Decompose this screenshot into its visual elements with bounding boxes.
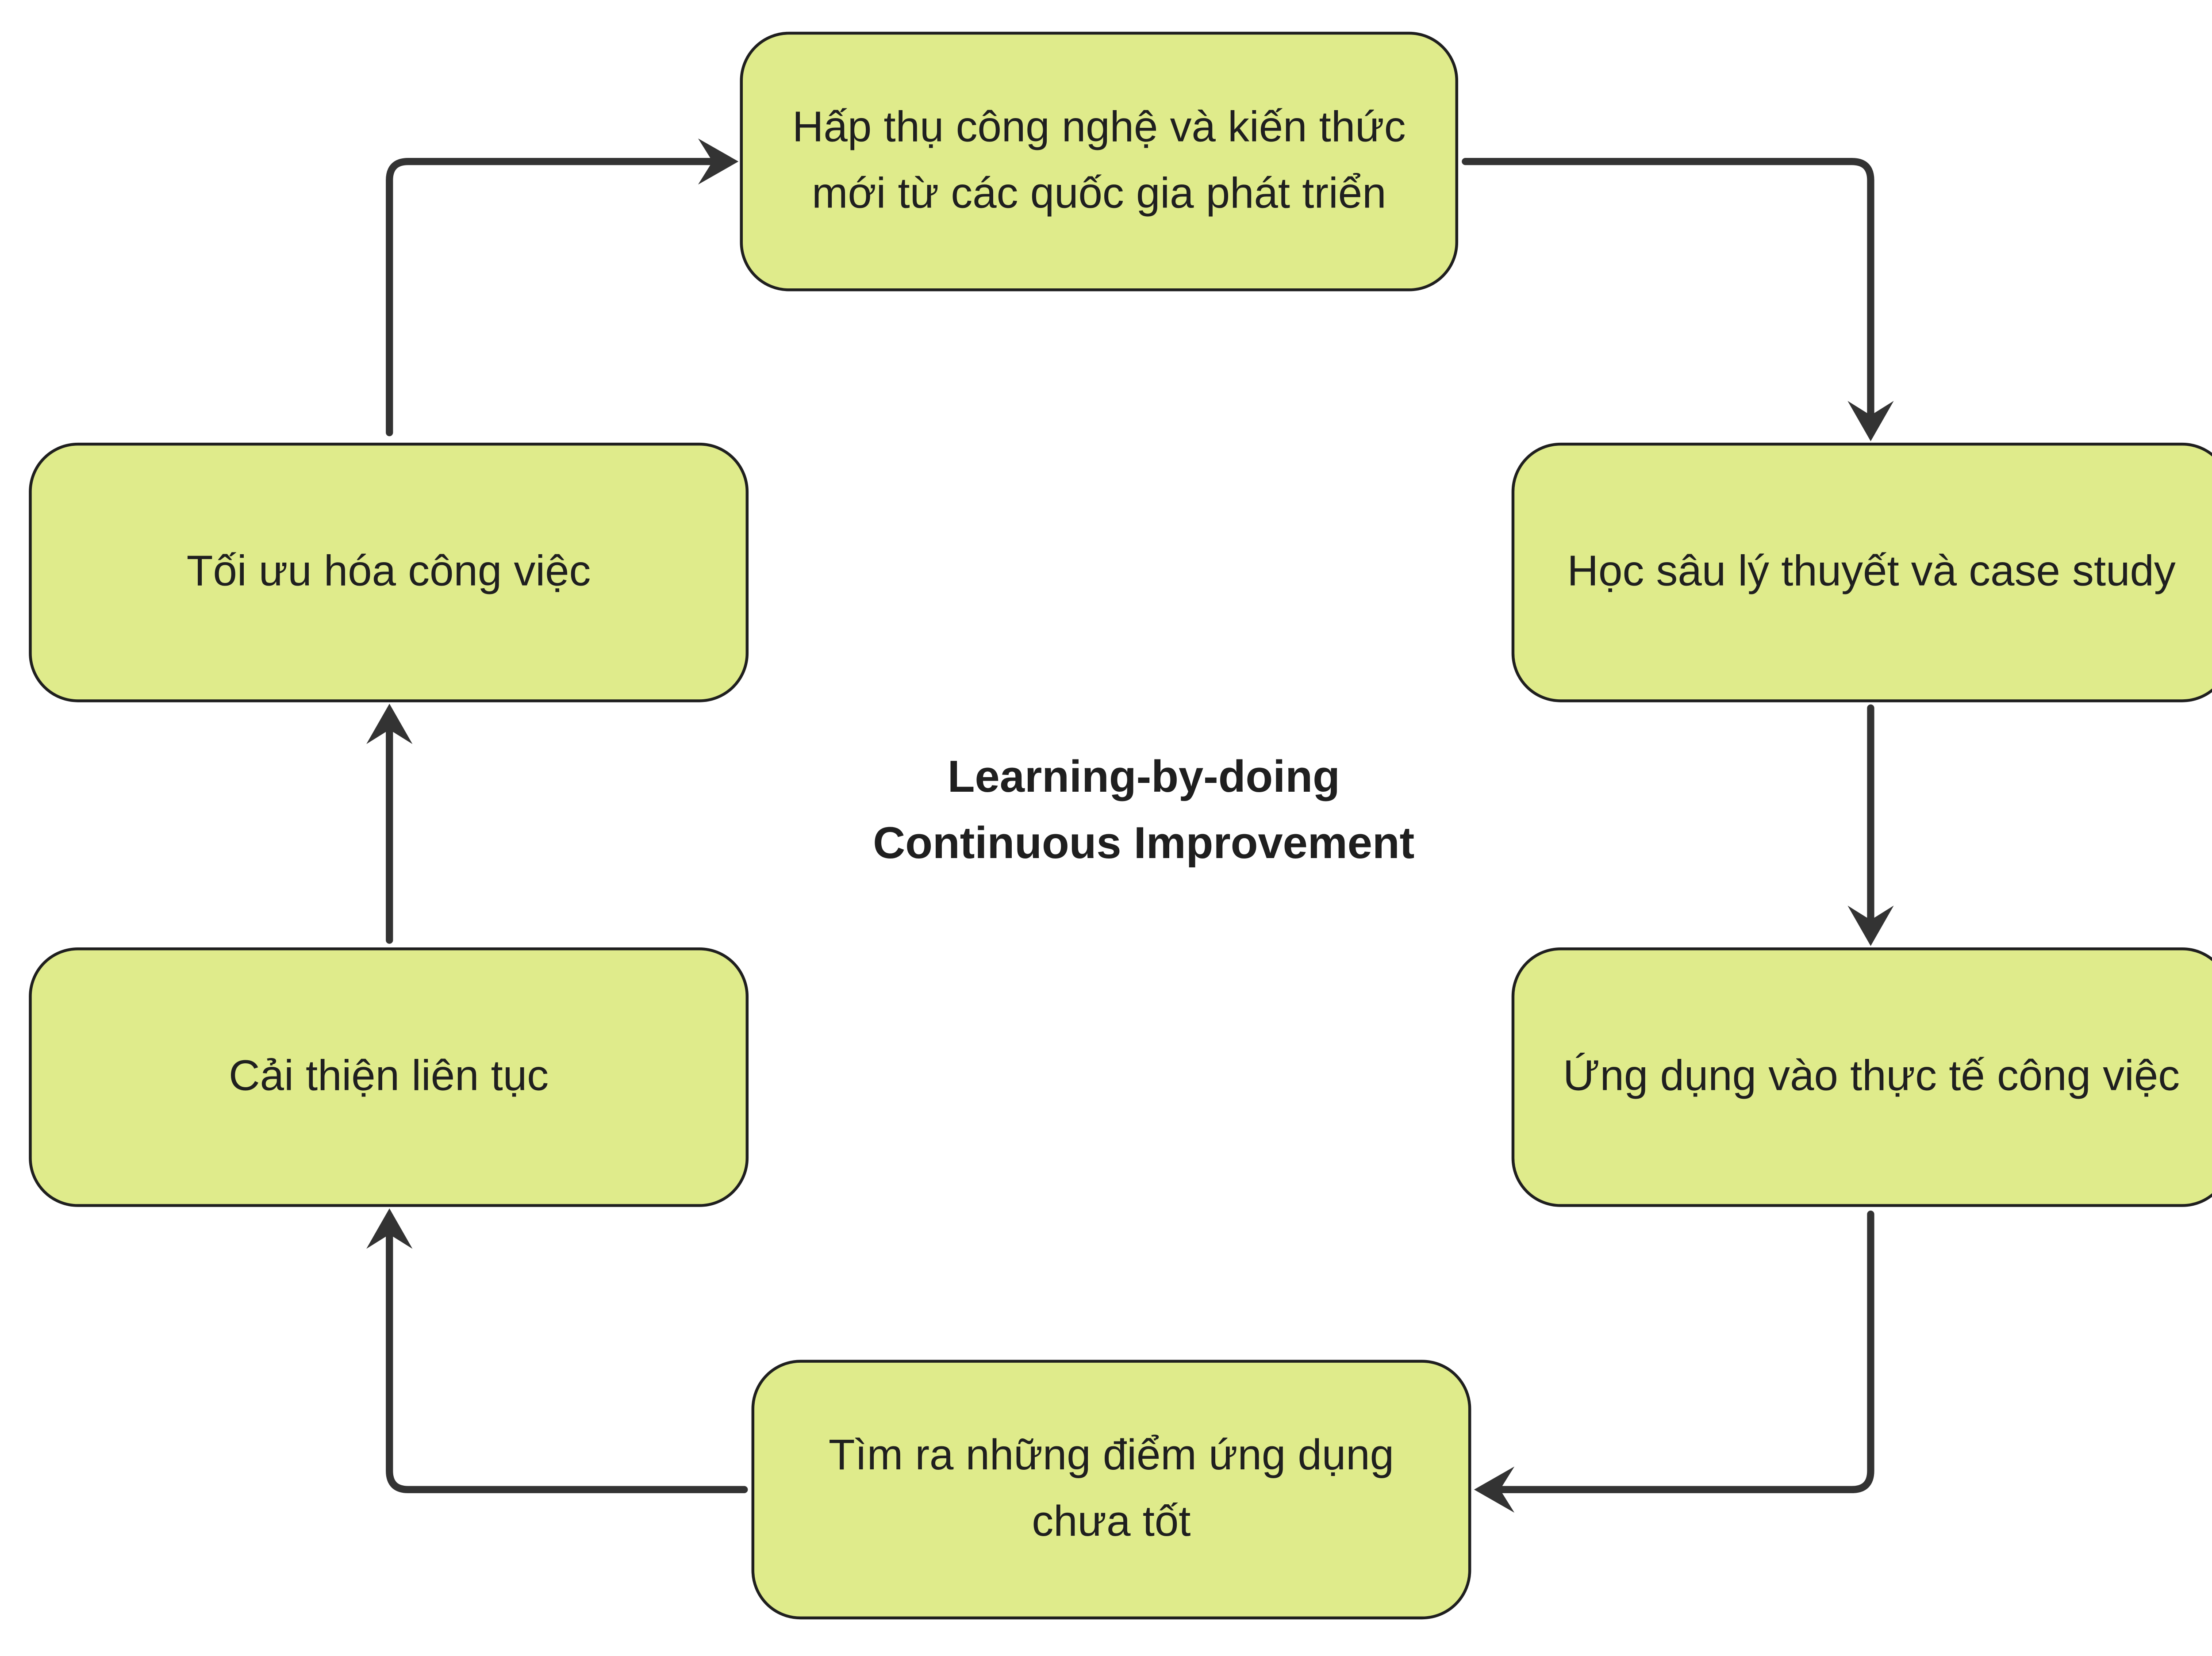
node-optimize-work: Tối ưu hóa công việc — [29, 442, 749, 702]
node-deep-study: Học sâu lý thuyết và case study — [1511, 442, 2212, 702]
arrowhead-absorb — [698, 138, 739, 185]
arrowhead-optimize — [366, 703, 413, 744]
node-label: Học sâu lý thuyết và case study — [1567, 548, 2176, 596]
arrow-find-gaps-to-improve — [386, 1218, 748, 1493]
arrow-absorb-to-study — [1462, 157, 1874, 433]
arrowhead-improve — [366, 1208, 413, 1249]
node-absorb-technology: Hấp thụ công nghệ và kiến thức mới từ cá… — [740, 31, 1459, 291]
node-label: Ứng dụng vào thực tế công việc — [1563, 1052, 2180, 1100]
arrow-apply-to-find-gaps — [1482, 1210, 1874, 1493]
node-label: Tìm ra những điểm ứng dụng chưa tốt — [828, 1432, 1394, 1546]
diagram-center-title: Learning-by-doing Continuous Improvement — [783, 744, 1504, 877]
node-label: Tối ưu hóa công việc — [186, 548, 591, 596]
center-title-line1: Learning-by-doing — [947, 751, 1340, 802]
arrowhead-apply — [1847, 905, 1894, 946]
node-apply-practice: Ứng dụng vào thực tế công việc — [1511, 947, 2212, 1207]
node-label: Cải thiện liên tục — [229, 1052, 549, 1100]
arrow-optimize-to-absorb — [386, 157, 730, 437]
node-label: Hấp thụ công nghệ và kiến thức mới từ cá… — [792, 104, 1406, 218]
node-find-gaps: Tìm ra những điểm ứng dụng chưa tốt — [751, 1360, 1471, 1620]
center-title-line2: Continuous Improvement — [873, 817, 1415, 868]
arrowhead-find-gaps — [1474, 1466, 1515, 1513]
arrowhead-study — [1847, 401, 1894, 441]
node-continuous-improvement: Cải thiện liên tục — [29, 947, 749, 1207]
